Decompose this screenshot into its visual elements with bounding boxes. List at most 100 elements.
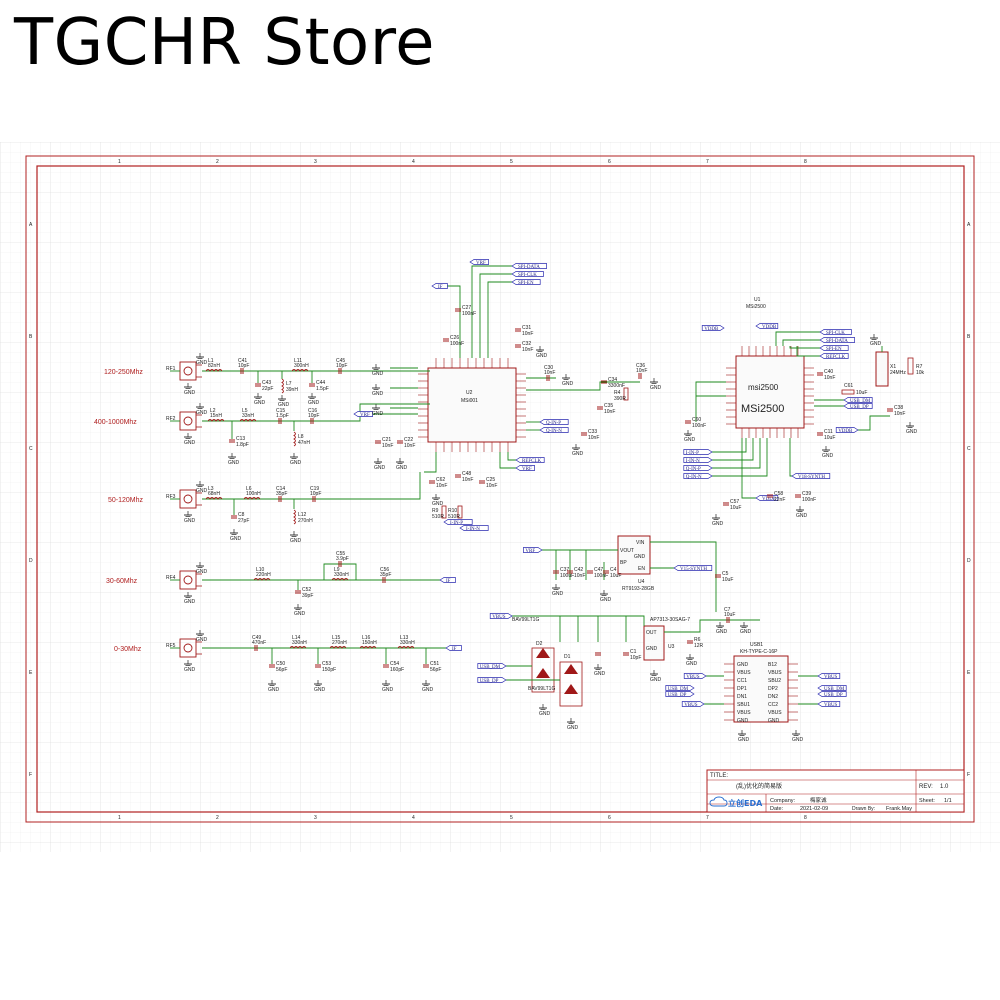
svg-text:C54: C54 [390,661,399,667]
ground-symbol: GND [650,378,662,391]
wire [202,472,421,500]
ground-symbol: GND [422,680,434,693]
net-label: VBUS [683,673,707,680]
connector-ref: RF2 [166,416,176,422]
ground-symbol: GND [562,374,574,387]
net-label: Q-IN-N [683,473,713,480]
svg-text:35pF: 35pF [276,491,287,497]
svg-text:USB_DM: USB_DM [850,399,871,404]
svg-text:10nF: 10nF [894,411,905,417]
d1-ref: D1 [564,654,571,660]
grid-col-label: 7 [706,815,709,821]
rf-band-label: 50-120Mhz [108,497,144,504]
gnd-label: GND [650,385,662,391]
svg-text:C30: C30 [544,365,553,371]
gnd-label: GND [290,538,302,544]
grid-row-label: D [967,558,971,564]
grid-col-label: 6 [608,815,611,821]
svg-text:C55: C55 [336,551,345,557]
svg-text:C52: C52 [302,587,311,593]
rf-band-label: 400-1000Mhz [94,419,137,426]
svg-text:33nH: 33nH [242,413,254,419]
svg-text:C14: C14 [276,486,285,492]
sheet-value: 1/1 [944,798,952,804]
wire [782,339,820,346]
wire [487,281,512,358]
capacitor [595,652,601,656]
svg-text:10pF: 10pF [308,413,319,419]
svg-text:R9: R9 [432,508,439,514]
u4-part: RT9193-28GB [622,586,655,592]
net-label: VBUS [681,701,705,708]
u2-pins [418,358,526,452]
svg-text:10uF: 10uF [730,505,741,511]
net-label: VDDB [701,325,725,332]
svg-text:L13: L13 [400,635,409,641]
net-label: IF [445,645,462,652]
svg-text:USB_DP: USB_DP [850,405,869,410]
svg-text:C58: C58 [774,491,783,497]
ground-symbol: GND [552,584,564,597]
net-label: USB_DM [843,397,873,404]
grid-col-label: 2 [216,159,219,165]
svg-text:C8: C8 [238,512,245,518]
svg-text:10nF: 10nF [382,443,393,449]
svg-text:15nH: 15nH [210,413,222,419]
svg-text:330nH: 330nH [400,640,415,646]
ground-symbol: GND [432,494,444,507]
u3-chip [643,625,665,661]
wire [741,438,756,499]
ground-symbol: GND [308,393,320,406]
net-label: I-IN-P [443,519,473,526]
svg-text:L10: L10 [256,567,265,573]
svg-text:56pF: 56pF [430,667,441,673]
u1-msi2500-block: U1 MSi2500 msi2500 MSi2500 [726,297,814,438]
gnd-label: GND [740,629,752,635]
schematic-wires [170,265,890,705]
ground-symbol: GND [567,718,579,731]
svg-text:Q-IN-N: Q-IN-N [686,475,702,480]
grid-col-label: 1 [118,159,121,165]
grid-col-label: 3 [314,159,317,165]
gnd-label: GND [254,400,266,406]
net-label: V15-SYNTH [673,565,713,572]
grid-row-label: E [29,670,33,676]
svg-text:C47: C47 [594,567,603,573]
grid-col-label: 1 [118,815,121,821]
svg-text:SPI-EN: SPI-EN [518,281,534,286]
grid-col-label: 6 [608,159,611,165]
svg-text:L14: L14 [292,635,301,641]
sheet-label: Sheet: [919,798,935,804]
gnd-label: GND [196,569,208,575]
cloud-icon [709,796,728,807]
ground-symbol: GND [594,664,606,677]
wire [712,438,747,453]
wire [424,452,437,473]
svg-text:Q-IN-P: Q-IN-P [686,467,701,472]
svg-text:39nH: 39nH [286,387,298,393]
svg-text:C51: C51 [430,661,439,667]
svg-text:100nH: 100nH [246,491,261,497]
crystal-x1 [875,351,889,387]
gnd-label: GND [314,687,326,693]
svg-text:SPI-EN: SPI-EN [826,347,842,352]
svg-text:BP: BP [620,560,627,566]
grid-row-label: B [29,334,33,340]
wire [479,273,512,358]
gnd-label: GND [567,725,579,731]
usb-pin-label: CC2 [768,702,778,708]
svg-text:C57: C57 [730,499,739,505]
svg-text:C4: C4 [610,567,617,573]
ground-symbol: GND [196,481,208,494]
ground-symbol: GND [230,529,242,542]
ground-symbol: GND [822,446,834,459]
rf-band-label: 0-30Mhz [114,646,142,653]
